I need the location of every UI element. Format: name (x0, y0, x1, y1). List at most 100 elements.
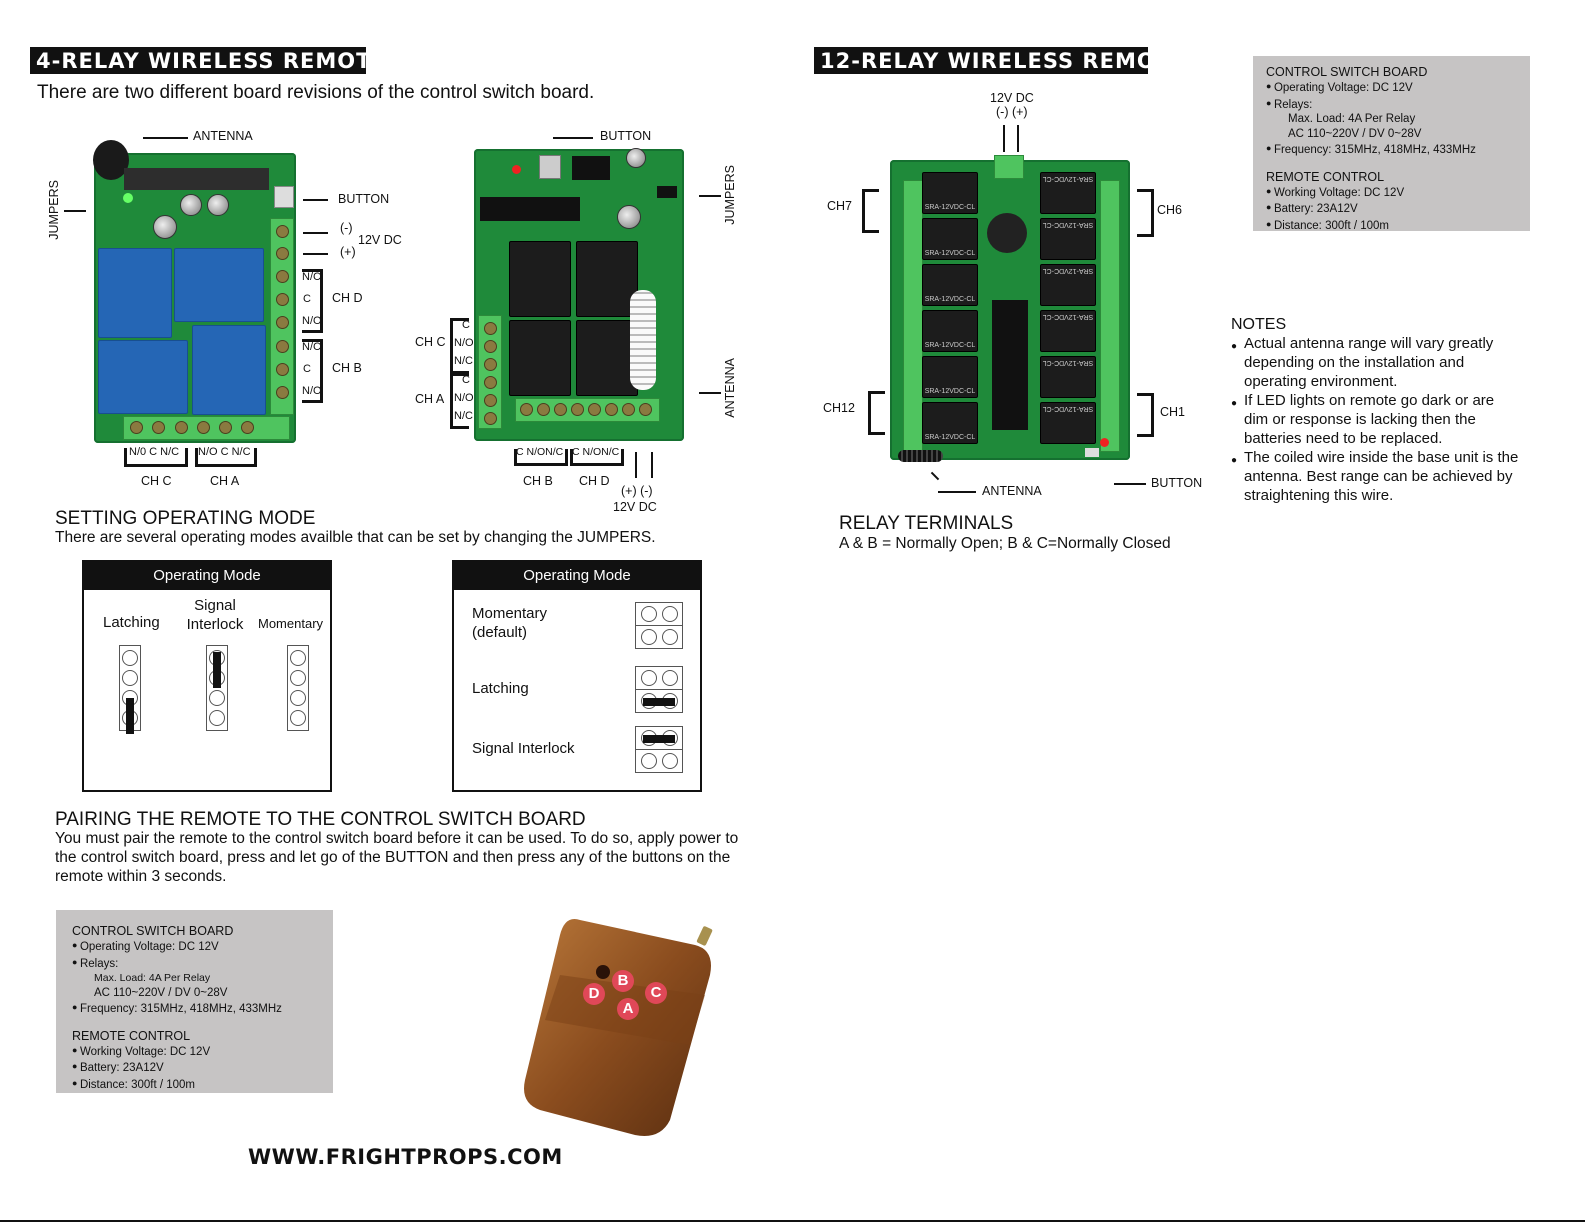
mode-latching-label-b: Latching (472, 680, 529, 697)
jumper-cap-icon (643, 735, 675, 743)
relay-icon: SRA-12VDC-CL (922, 356, 978, 398)
relay-icon: SRA-12VDC-CL (1040, 264, 1096, 306)
polarity-label-b: (+) (-) (621, 484, 653, 498)
capacitor-icon (617, 205, 641, 229)
bracket (450, 373, 469, 429)
jumpers-label-b: JUMPERS (723, 165, 737, 225)
ic-chip (572, 156, 610, 180)
ch-a-label: CH A (210, 474, 240, 488)
intro-text: There are two different board revisions … (37, 82, 595, 103)
ch-d-label: CH D (332, 291, 363, 305)
relay-icon (98, 340, 188, 414)
jumper-cap-icon (126, 698, 134, 734)
ch7-label: CH7 (827, 199, 853, 213)
spec-item: Working Voltage: DC 12V (72, 1043, 333, 1060)
power-terminal (994, 155, 1024, 179)
leader-line (1114, 483, 1146, 485)
terminal-label: N/0 C N/C (129, 446, 180, 458)
spec-board-title: CONTROL SWITCH BOARD (72, 924, 234, 938)
jumper-grid-signal-interlock (635, 726, 683, 773)
relay-icon (192, 325, 266, 415)
notes-section: NOTES ●Actual antenna range will vary gr… (1231, 316, 1521, 505)
terminal-block (478, 315, 502, 429)
bracket (195, 448, 257, 467)
jumper-grid-latching (635, 666, 683, 713)
ch-a-label-b: CH A (415, 392, 445, 406)
leader-line (1017, 125, 1019, 152)
jumper-cap-icon (213, 652, 221, 688)
screw-icon (276, 225, 289, 238)
relay-icon (509, 320, 571, 396)
spec-item: Frequency: 315MHz, 418MHz, 433MHz (1266, 141, 1530, 158)
mode-box-title: Operating Mode (84, 562, 330, 590)
leader-line (303, 199, 328, 201)
operating-mode-heading: SETTING OPERATING MODE (55, 508, 316, 529)
spec-subitem: Max. Load: 4A Per Relay (1288, 113, 1416, 125)
screw-icon (130, 421, 143, 434)
minus-label: (-) (340, 221, 353, 235)
spec-item: Working Voltage: DC 12V (1266, 184, 1530, 201)
screw-icon (152, 421, 165, 434)
capacitor-icon (180, 194, 202, 216)
terminal-label: N/O (454, 392, 474, 404)
mode-momentary-label: Momentary (258, 616, 324, 631)
terminal-label: C N/ON/C (572, 446, 620, 458)
operating-mode-box-b: Operating Mode (452, 560, 702, 792)
bracket (124, 448, 188, 467)
terminal-label: N/C (454, 355, 473, 367)
jumper-cap-icon (643, 698, 675, 706)
relay-icon: SRA-12VDC-CL (922, 218, 978, 260)
screw-icon (175, 421, 188, 434)
relay-icon: SRA-12VDC-CL (1040, 310, 1096, 352)
ch-c-label: CH C (141, 474, 172, 488)
terminal-label: N/O (302, 315, 322, 327)
website-url[interactable]: WWW.FRIGHTPROPS.COM (248, 1145, 563, 1169)
bracket (302, 269, 323, 333)
relay-icon: SRA-12VDC-CL (1040, 172, 1096, 214)
screw-icon (605, 403, 618, 416)
spec-remote-title: REMOTE CONTROL (1266, 169, 1385, 184)
mode-latching-label: Latching (103, 614, 160, 631)
relay-icon: SRA-12VDC-CL (922, 402, 978, 444)
remote-button-b: B (612, 970, 634, 992)
ch1-label: CH1 (1160, 405, 1186, 419)
button-label: BUTTON (338, 192, 390, 206)
screw-icon (554, 403, 567, 416)
screw-icon (571, 403, 584, 416)
pairing-heading: PAIRING THE REMOTE TO THE CONTROL SWITCH… (55, 809, 586, 830)
bracket (302, 339, 323, 403)
note-text: If LED lights on remote go dark or are d… (1244, 392, 1495, 447)
twelve-relay-banner: 12-RELAY WIRELESS REMOTE (814, 47, 1185, 74)
screw-icon (276, 316, 289, 329)
bracket (868, 391, 885, 435)
four-relay-banner: 4-RELAY WIRELESS REMOTE (30, 47, 386, 74)
leader-line (930, 471, 940, 481)
terminal-label: N/O (302, 385, 322, 397)
spec-item: Distance: 300ft / 100m (1266, 217, 1530, 234)
pairing-text: You must pair the remote to the control … (55, 830, 739, 885)
note-text: Actual antenna range will vary greatly d… (1244, 335, 1494, 390)
coiled-antenna-icon (630, 290, 656, 390)
screw-icon (520, 403, 533, 416)
spec-subitem: Max. Load: 4A Per Relay (94, 972, 211, 984)
screw-icon (276, 386, 289, 399)
page-bottom-rule (0, 1220, 1585, 1222)
screw-icon (241, 421, 254, 434)
capacitor-icon (207, 194, 229, 216)
leader-line (699, 392, 721, 394)
note-text: The coiled wire inside the base unit is … (1244, 449, 1519, 504)
leader-line (651, 452, 653, 478)
button-label-12: BUTTON (1151, 476, 1203, 490)
leader-line (303, 232, 328, 234)
terminal-label: C (303, 363, 311, 375)
ch-d-label-b: CH D (579, 474, 610, 488)
screw-icon (276, 293, 289, 306)
leader-line (938, 491, 976, 493)
bracket (570, 449, 624, 466)
ch-b-label-b: CH B (523, 474, 553, 488)
screw-icon (484, 340, 497, 353)
relay-terminals-heading: RELAY TERMINALS (839, 513, 1014, 534)
terminal-label: C (462, 374, 470, 386)
note-item: ●If LED lights on remote go dark or are … (1231, 391, 1521, 448)
spec-box-left: CONTROL SWITCH BOARD Operating Voltage: … (56, 910, 333, 1093)
